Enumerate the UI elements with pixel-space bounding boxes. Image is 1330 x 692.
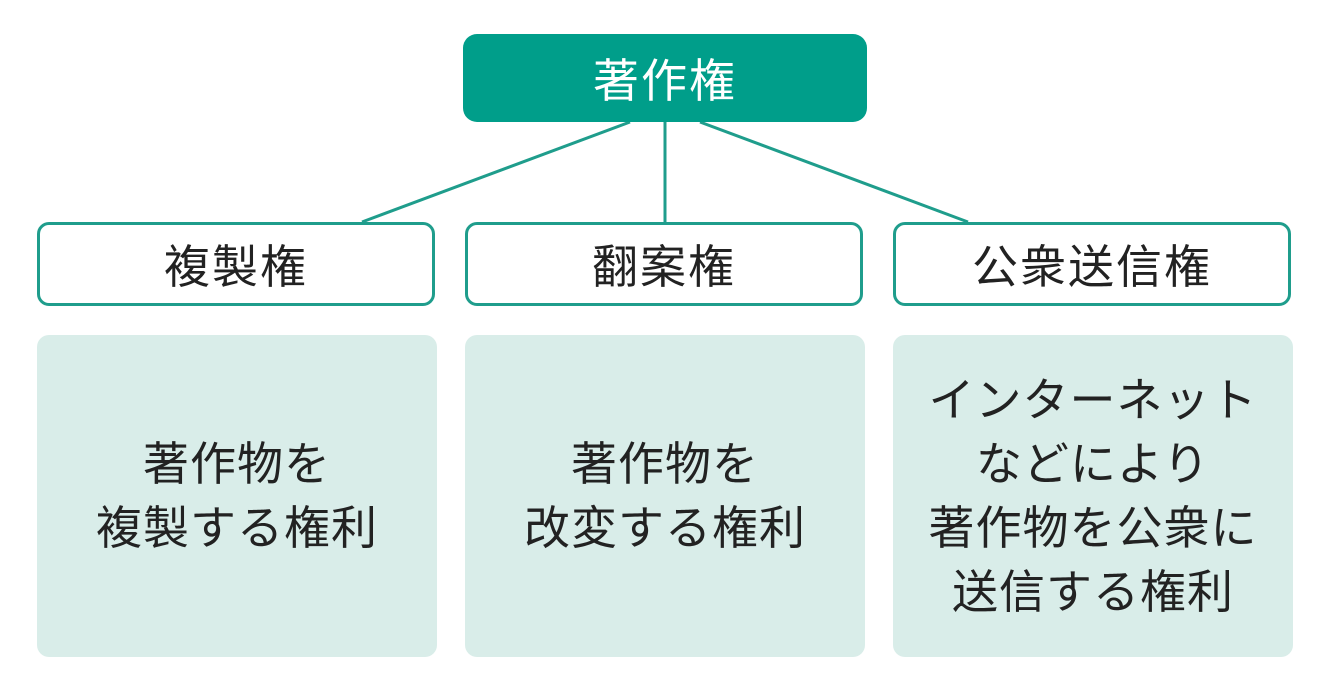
description-line: 著作物を公衆に	[928, 501, 1258, 555]
branch-node-reproduction-right: 複製権	[37, 222, 435, 306]
description-line: などにより	[975, 437, 1211, 491]
description-line: 改変する権利	[524, 501, 806, 555]
branch-node-adaptation-right: 翻案権	[465, 222, 863, 306]
branch-label: 翻案権	[592, 240, 736, 294]
connector-left	[361, 120, 631, 224]
description-line: インターネット	[928, 373, 1258, 427]
description-line: 複製する権利	[96, 501, 378, 555]
description-line: 著作物を	[571, 437, 759, 491]
connector-right	[699, 120, 969, 224]
root-node: 著作権	[463, 34, 867, 122]
description-line: 送信する権利	[952, 565, 1234, 619]
description-box-public-transmission-right: インターネット などにより 著作物を公衆に 送信する権利	[893, 335, 1293, 657]
description-line: 著作物を	[143, 437, 331, 491]
branch-label: 公衆送信権	[972, 240, 1212, 294]
root-label: 著作権	[593, 54, 737, 108]
branch-node-public-transmission-right: 公衆送信権	[893, 222, 1291, 306]
description-box-reproduction-right: 著作物を 複製する権利	[37, 335, 437, 657]
branch-label: 複製権	[164, 240, 308, 294]
description-box-adaptation-right: 著作物を 改変する権利	[465, 335, 865, 657]
